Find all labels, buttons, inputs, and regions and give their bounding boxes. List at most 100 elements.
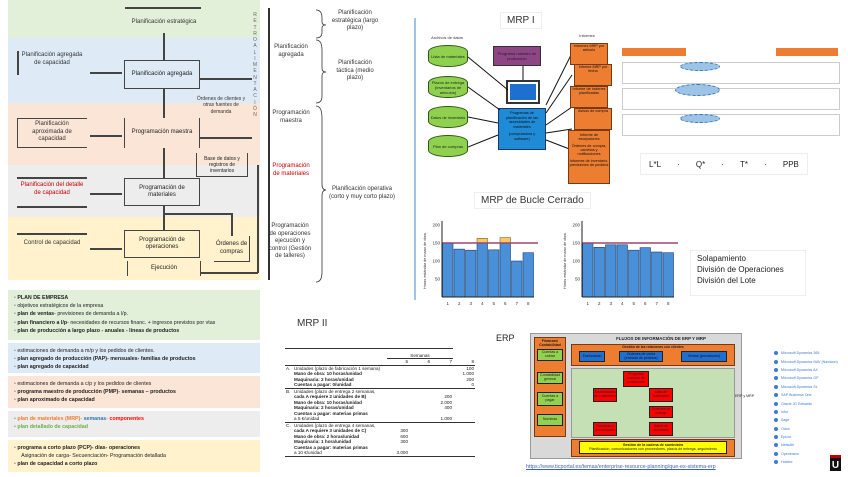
row-value (431, 382, 453, 389)
row-value: 3.000 (387, 450, 409, 457)
vendor-link[interactable]: Epicor (774, 433, 848, 441)
bar (662, 252, 674, 298)
planning-list-4: • programa a corto plazo (PCP)- días- op… (8, 440, 260, 472)
list-item: • plan financiero a l/p- necesidades de … (14, 319, 216, 326)
planning-list-0: • PLAN DE EMPRESA• objetivos estratégico… (8, 290, 260, 340)
mrp2-row: Cuentas a pagar: 0/unidad 0 (285, 382, 475, 389)
bar (499, 242, 511, 298)
lot-method-q: Q* (695, 159, 706, 169)
lot-method-ppb: PPB (782, 159, 799, 169)
feedback-line (257, 165, 259, 273)
bullet-icon: • (14, 461, 18, 468)
vendor-link-label: Netsuite (781, 443, 795, 448)
vendor-link[interactable]: Microsoft Dynamics SL (774, 383, 848, 391)
bar (582, 242, 594, 298)
execution-box[interactable]: Ejecución (127, 261, 201, 276)
list-item: • plan de producción a largo plazo - anu… (14, 327, 180, 334)
bullet-icon: • (14, 445, 18, 451)
x-tick-label: 3 (469, 301, 472, 306)
note-overlap: Solapamiento (697, 254, 746, 263)
lot-table-header (622, 48, 686, 56)
vendor-link[interactable]: Microsoft Dynamics NAV (Navision) (774, 357, 848, 365)
output-mrp-by-date: Informe MRP por fecha (574, 64, 612, 86)
row-value: 200 (466, 376, 474, 382)
input-inventory: Datos de inventario (428, 106, 468, 128)
erp-source-link[interactable]: https://www.ticportal.es/temas/enterpris… (526, 464, 716, 470)
planning-list-2: • estimaciones de demanda a c/p y los pe… (8, 376, 260, 408)
bullet-icon (774, 409, 778, 414)
input-lead-times: Plazos de entrega (Inventarios de artícu… (428, 76, 468, 98)
vendor-link[interactable]: Odoo (774, 425, 848, 433)
list-item: • plan de materiales (MRP)- semanas- com… (14, 416, 144, 422)
aggregate-planning-box[interactable]: Planificación agregada (124, 60, 200, 89)
lot-table-header-periods (776, 48, 838, 56)
vendor-link[interactable]: Infor (774, 408, 848, 416)
row-value: 0 (453, 382, 475, 389)
weeks-header: Semanas (387, 352, 453, 359)
vendor-link[interactable]: Openbravo (774, 450, 848, 458)
operations-programming-box[interactable]: Programación de operaciones (124, 230, 200, 258)
row-label: Mano de obra: 10 horas/unidad (294, 399, 362, 405)
row-value (409, 416, 431, 423)
row-id (285, 416, 293, 423)
row-label: Cuentas a pagar: materias primas (294, 410, 368, 416)
vendor-link[interactable]: Holded (774, 458, 848, 466)
bullet-icon: • (14, 319, 18, 326)
erp-inventory: Datos de inventario (649, 422, 673, 436)
row-id: A. (286, 365, 291, 371)
row-label: Cuentas a pagar: 0/unidad (293, 382, 387, 389)
bar (488, 249, 500, 298)
materials-programming-box[interactable]: Programación de materiales (124, 178, 200, 206)
vendor-link[interactable]: Oracle JD Edwards (774, 399, 848, 407)
note-operation-split: División de Operaciones (697, 264, 784, 274)
vendor-link[interactable]: Sage (774, 416, 848, 424)
customer-orders-label: Órdenes de clientes y otras fuentes de d… (196, 96, 246, 115)
note-lot-split: División del Lote (697, 275, 756, 285)
separator: · (677, 159, 680, 169)
erp-payroll: Nóminas (537, 414, 563, 426)
row-label: a 10 €/unidad (293, 450, 387, 457)
erp-material-requirements: Necesidades de materiales (593, 388, 617, 402)
vendor-link[interactable]: Microsoft Dynamics 365 (774, 349, 848, 357)
connector (163, 213, 231, 215)
erp-diagram: FLUJOS DE INFORMACIÓN DE ERP Y MRP Finan… (530, 333, 754, 459)
row-value (453, 450, 475, 457)
y-tick-label: 200 (432, 223, 440, 228)
row-value (453, 416, 475, 423)
right-label-operations: Programación de operaciones ejecución y … (268, 223, 312, 259)
mrp1-inputs-header: Archivos de datos (431, 35, 463, 40)
y-tick-label: 100 (432, 259, 440, 264)
row-value: 600 (400, 433, 408, 439)
bracket-operative-label: Planificación operativa (corto y muy cor… (328, 186, 396, 200)
mrp2-row: A.Unidades (plazo de fabricación 1 seman… (285, 365, 475, 371)
vendor-link[interactable]: Microsoft Dynamics GP (774, 374, 848, 382)
bracket (17, 233, 87, 235)
master-schedule-box[interactable]: Programación maestra (124, 118, 200, 148)
input-purchase-plan: Plan de compras (428, 135, 468, 157)
bullet-icon (774, 384, 778, 389)
output-exceptions: Informe de excepciones Órdenes de compra… (568, 130, 610, 184)
connector (163, 206, 165, 230)
closed-loop-title: MRP de Bucle Cerrado (474, 192, 591, 209)
x-tick-label: 5 (632, 301, 635, 306)
bar (476, 242, 488, 298)
bracket (17, 51, 19, 75)
x-tick-label: 1 (586, 301, 589, 306)
list-item: • plan de ventas- previsiones de demanda… (14, 311, 129, 318)
mrp1-connectors (468, 52, 573, 151)
database-box[interactable]: Base de datos y registros de inventarios (196, 153, 248, 177)
approx-capacity-label: Planificación aproximada de capacidad (32, 121, 72, 142)
output-mrp-by-item: Informes MRP por artículo (570, 43, 608, 65)
vendor-link[interactable]: Netsuite (774, 441, 848, 449)
row-label: Cuentas a pagar: materias primas (294, 444, 368, 450)
vendor-link[interactable]: Microsoft Dynamics AX (774, 366, 848, 374)
band-operations (8, 217, 260, 280)
purchase-orders-box[interactable]: Órdenes de compras (214, 236, 250, 262)
vendor-link[interactable]: SAP Business One (774, 391, 848, 399)
vendor-link-label: Openbravo (781, 451, 799, 456)
supply-chain-sub: Planificación, comunicaciones con provee… (589, 446, 717, 451)
vendor-link-label: Microsoft Dynamics 365 (781, 351, 820, 356)
